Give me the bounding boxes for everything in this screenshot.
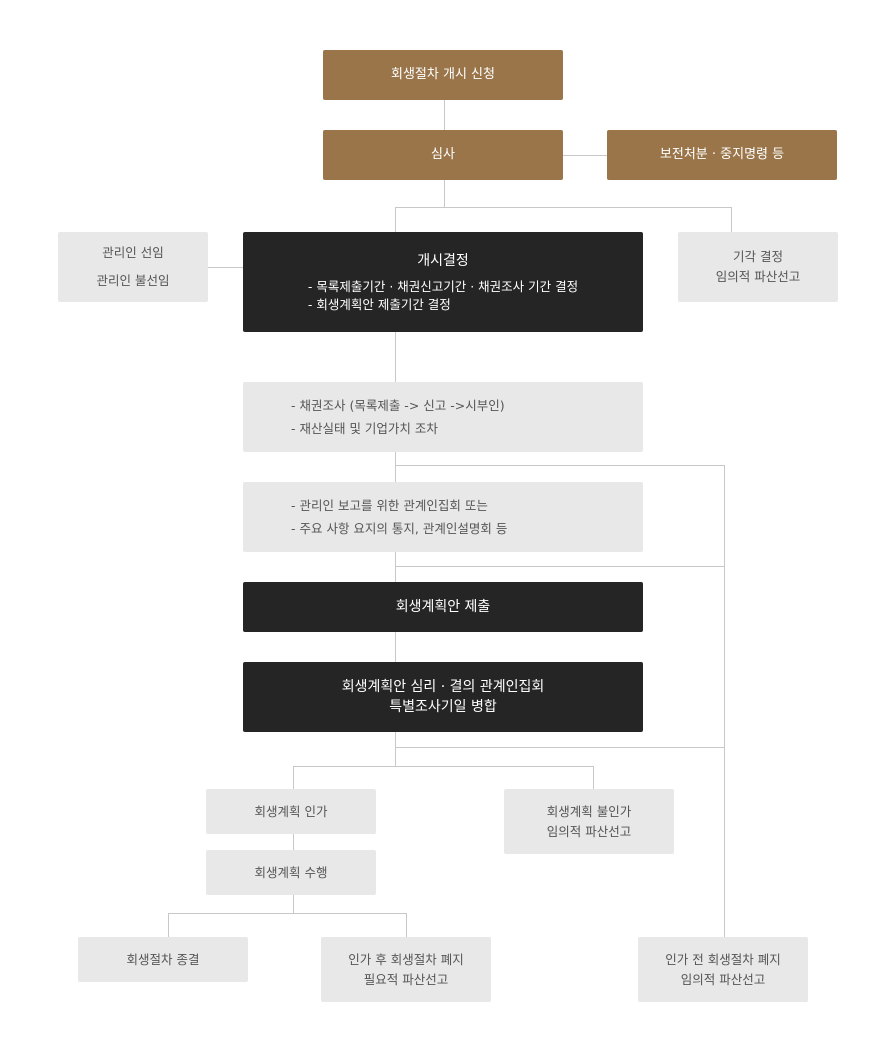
termination-label: 회생절차 종결 (126, 951, 200, 967)
post-abolition-box: 인가 후 회생절차 폐지 필요적 파산선고 (321, 937, 491, 1002)
post-abolition-label-2: 필요적 파산선고 (363, 971, 449, 987)
disapproval-box: 회생계획 불인가 임의적 파산선고 (504, 789, 674, 854)
connector-line (444, 179, 445, 207)
connector-line (168, 913, 169, 937)
dismissal-label-1: 기각 결정 (733, 249, 783, 264)
review-box: 심사 (323, 130, 563, 180)
execution-box: 회생계획 수행 (206, 850, 376, 895)
connector-line (395, 465, 724, 466)
investigation-item-1: - 채권조사 (목록제출 -> 신고 ->시부인) (291, 397, 505, 413)
disapproval-label-2: 임의적 파산선고 (546, 823, 632, 839)
post-abolition-label-1: 인가 후 회생절차 폐지 (348, 951, 464, 967)
dismissal-box: 기각 결정 임의적 파산선고 (678, 232, 838, 302)
pre-abolition-label-1: 인가 전 회생절차 폐지 (665, 951, 781, 967)
connector-line (395, 451, 396, 482)
connector-line (731, 207, 732, 232)
approval-box: 회생계획 인가 (206, 789, 376, 834)
meeting-box: - 관리인 보고를 위한 관계인집회 또는 - 주요 사항 요지의 통지, 관계… (243, 482, 643, 552)
connector-line (395, 207, 396, 232)
administrator-label-2: 관리인 불선임 (96, 273, 170, 288)
plan-submission-label: 회생계획안 제출 (395, 599, 491, 615)
plan-submission-box: 회생계획안 제출 (243, 582, 643, 632)
preservation-box: 보전처분 · 중지명령 등 (607, 130, 837, 180)
connector-line (293, 894, 294, 913)
connector-line (593, 766, 594, 789)
application-box: 회생절차 개시 신청 (323, 50, 563, 100)
pre-abolition-label-2: 임의적 파산선고 (680, 971, 766, 987)
connector-line (207, 267, 243, 268)
administrator-label-1: 관리인 선임 (102, 245, 164, 260)
connector-line (395, 331, 396, 382)
plan-hearing-label-2: 특별조사기일 병합 (389, 699, 497, 715)
administrator-box: 관리인 선임 관리인 불선임 (58, 232, 208, 302)
connector-line (395, 747, 724, 748)
connector-line (562, 155, 607, 156)
commencement-box: 개시결정 - 목록제출기간 · 채권신고기간 · 채권조사 기간 결정 - 회생… (243, 232, 643, 332)
execution-label: 회생계획 수행 (254, 864, 328, 880)
connector-line (168, 913, 407, 914)
investigation-item-2: - 재산실태 및 기업가치 조차 (291, 420, 438, 436)
connector-line (293, 833, 294, 850)
connector-line (293, 766, 594, 767)
connector-line (444, 99, 445, 130)
investigation-box: - 채권조사 (목록제출 -> 신고 ->시부인) - 재산실태 및 기업가치 … (243, 382, 643, 452)
disapproval-label-1: 회생계획 불인가 (546, 803, 632, 819)
connector-line (293, 766, 294, 789)
connector-line (395, 207, 731, 208)
dismissal-label-2: 임의적 파산선고 (715, 269, 801, 284)
meeting-item-2: - 주요 사항 요지의 통지, 관계인설명회 등 (291, 520, 508, 536)
connector-line (395, 731, 396, 766)
connector-line (406, 913, 407, 937)
termination-box: 회생절차 종결 (78, 937, 248, 982)
commencement-item-2: - 회생계획안 제출기간 결정 (307, 297, 451, 312)
connector-line (395, 566, 724, 567)
connector-line (395, 631, 396, 662)
pre-abolition-box: 인가 전 회생절차 폐지 임의적 파산선고 (638, 937, 808, 1002)
connector-line (724, 465, 725, 937)
approval-label: 회생계획 인가 (254, 803, 328, 819)
plan-hearing-label-1: 회생계획안 심리 · 결의 관계인집회 (341, 679, 545, 695)
preservation-label: 보전처분 · 중지명령 등 (659, 147, 785, 162)
review-label: 심사 (431, 147, 455, 162)
commencement-title: 개시결정 (417, 253, 469, 269)
meeting-item-1: - 관리인 보고를 위한 관계인집회 또는 (291, 497, 488, 513)
application-label: 회생절차 개시 신청 (391, 67, 495, 82)
commencement-item-1: - 목록제출기간 · 채권신고기간 · 채권조사 기간 결정 (307, 279, 579, 294)
plan-hearing-box: 회생계획안 심리 · 결의 관계인집회 특별조사기일 병합 (243, 662, 643, 732)
